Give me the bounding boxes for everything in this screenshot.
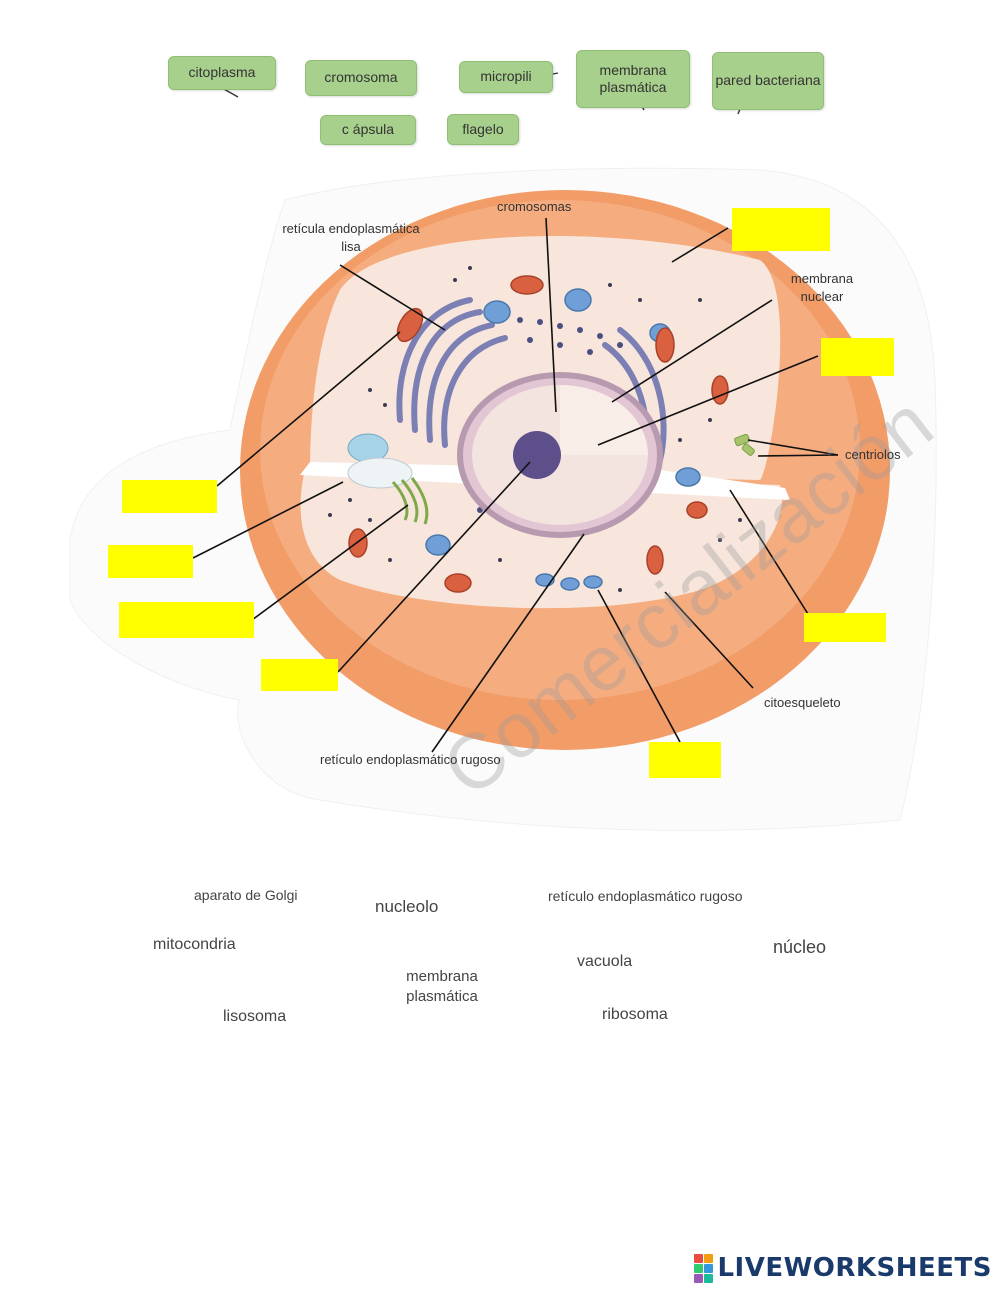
answer-box-1[interactable] xyxy=(732,208,830,251)
brand-mark-square xyxy=(704,1273,714,1283)
mitochondria xyxy=(348,275,729,593)
answer-box-4[interactable] xyxy=(108,545,193,578)
word-vacuola[interactable]: vacuola xyxy=(577,953,633,970)
word-membrana-plasmatica[interactable]: membrana plasmática xyxy=(406,968,478,1006)
leader-lines xyxy=(192,217,839,753)
label-membrana-nuclear: membrana nuclear xyxy=(790,271,854,304)
word-aparato-golgi[interactable]: aparato de Golgi xyxy=(194,887,298,903)
word-reticulo-rugoso[interactable]: retículo endoplasmático rugoso xyxy=(548,888,743,904)
brand-mark-square xyxy=(704,1253,714,1263)
chip-pared-bacteriana[interactable]: pared bacteriana xyxy=(712,52,824,110)
nucleus-cut xyxy=(560,385,648,455)
chip-capsula[interactable]: c ápsula xyxy=(320,115,416,145)
chip-citoplasma[interactable]: citoplasma xyxy=(168,56,276,90)
chip-cromosoma[interactable]: cromosoma xyxy=(305,60,417,96)
label-reticula-lisa: retícula endoplasmática lisa xyxy=(282,221,420,254)
word-mitocondria[interactable]: mitocondria xyxy=(153,936,236,953)
word-nucleo[interactable]: núcleo xyxy=(773,937,827,957)
chip-flagelo[interactable]: flagelo xyxy=(447,114,519,145)
golgi-apparatus xyxy=(391,477,429,525)
label-reticulo-rugoso: retículo endoplasmático rugoso xyxy=(320,752,501,767)
word-lisosoma[interactable]: lisosoma xyxy=(223,1008,287,1025)
brand-mark-square xyxy=(694,1263,704,1273)
label-centriolos: centriolos xyxy=(845,447,901,462)
word-nucleolo[interactable]: nucleolo xyxy=(375,897,439,916)
answer-box-8[interactable] xyxy=(649,742,721,778)
answer-box-7[interactable] xyxy=(804,613,886,642)
word-ribosoma[interactable]: ribosoma xyxy=(602,1006,668,1023)
liveworksheets-logo: LIVEWORKSHEETS xyxy=(694,1253,992,1283)
chip-micropili[interactable]: micropili xyxy=(459,61,553,93)
chip-membrana-plasmatica[interactable]: membrana plasmática xyxy=(576,50,690,108)
answer-box-2[interactable] xyxy=(821,338,894,376)
liveworksheets-icon xyxy=(694,1253,714,1283)
answer-box-6[interactable] xyxy=(261,659,338,691)
large-vacuole xyxy=(347,457,413,489)
brand-mark-square xyxy=(694,1273,704,1283)
label-citoesqueleto: citoesqueleto xyxy=(764,695,841,710)
label-cromosomas: cromosomas xyxy=(497,199,572,214)
brand-mark-square xyxy=(704,1263,714,1273)
answer-box-3[interactable] xyxy=(122,480,217,513)
answer-box-5[interactable] xyxy=(119,602,254,638)
brand-name: LIVEWORKSHEETS xyxy=(717,1253,992,1283)
brand-mark-square xyxy=(694,1253,704,1263)
centrioles xyxy=(734,433,755,456)
cell-lower-face xyxy=(300,470,782,609)
ribosomes xyxy=(328,266,742,592)
